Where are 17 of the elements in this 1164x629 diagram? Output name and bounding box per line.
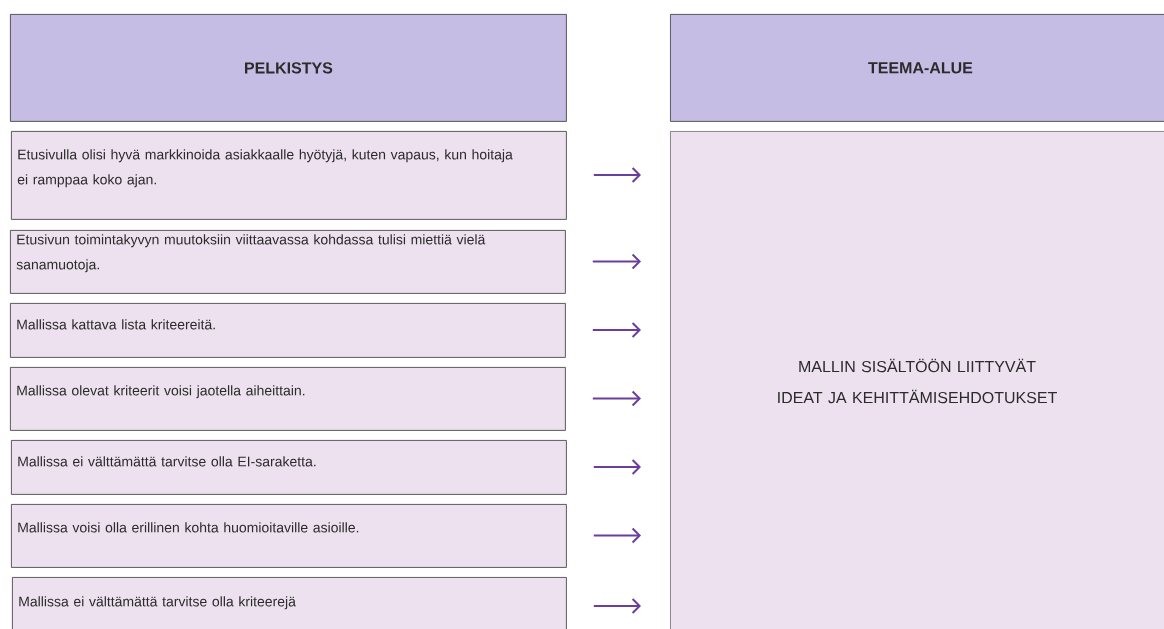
arrow (592, 167, 641, 183)
text-box: Mallissa kattava lista kriteereitä. (10, 303, 566, 358)
text-box: Mallissa ei välttämättä tarvitse olla kriteerejä (12, 577, 567, 629)
text-box: Mallissa olevat kriteerit voisi jaotella aiheittain. (10, 367, 566, 431)
arrow (591, 253, 641, 270)
text-box: Etusivulla olisi hyvä markkinoida asiakkaalle hyötyjä, kuten vapaus, kun hoitaja ei ramppaa koko ajan. (11, 131, 567, 220)
text-box: Etusivun toimintakyvyn muutoksiin viittaavassa kohdassa tulisi miettiä vielä sanamuotoja. (10, 230, 566, 294)
arrow (592, 527, 641, 544)
arrow (592, 598, 641, 614)
arrow (591, 322, 641, 338)
arrow (591, 390, 641, 407)
text-box: Mallissa voisi olla erillinen kohta huomioitaville asioille. (11, 504, 567, 568)
arrow (592, 459, 641, 475)
header-box: PELKISTYS (10, 14, 567, 122)
header-box: TEEMA-ALUE (670, 14, 1164, 122)
theme-box: MALLIN SISÄLTÖÖN LIITTYVÄT IDEAT JA KEHITTÄMISEHDOTUKSET (670, 131, 1164, 629)
text-box: Mallissa ei välttämättä tarvitse olla EI-saraketta. (11, 440, 567, 495)
